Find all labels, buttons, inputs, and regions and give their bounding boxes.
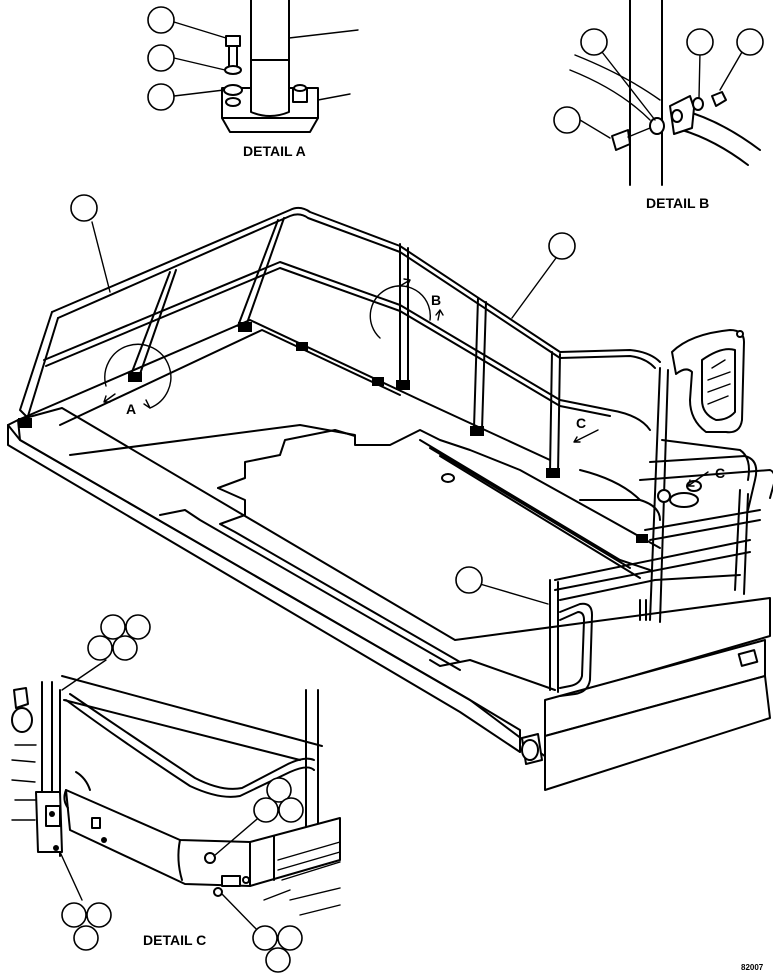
callout-balloon <box>147 83 175 111</box>
view-indicators <box>103 278 709 487</box>
detail-a-label: DETAIL A <box>243 143 306 159</box>
callout-balloon <box>580 28 608 56</box>
callout-balloon <box>553 106 581 134</box>
callout-balloon <box>147 6 175 34</box>
callout-cluster <box>61 902 112 951</box>
callout-balloon <box>70 194 98 222</box>
callout-balloon <box>147 44 175 72</box>
view-a-marker: A <box>126 401 136 417</box>
view-c-marker: C <box>576 415 586 431</box>
detail-b-drawing <box>553 0 764 186</box>
callout-balloon <box>736 28 764 56</box>
detail-c-drawing <box>0 614 341 974</box>
callout-balloon <box>686 28 714 56</box>
callout-balloon <box>548 232 576 260</box>
callout-cluster <box>253 777 304 823</box>
view-b-marker: B <box>431 292 441 308</box>
detail-c-label: DETAIL C <box>143 932 206 948</box>
detail-a-drawing <box>147 0 359 133</box>
view-c-marker-2: C <box>715 465 725 481</box>
callout-cluster <box>252 925 303 973</box>
figure-number: 82007 <box>741 963 764 972</box>
callout-balloon <box>455 566 483 594</box>
handrails <box>19 206 773 697</box>
main-callouts <box>70 194 576 605</box>
detail-b-label: DETAIL B <box>646 195 709 211</box>
callout-cluster <box>87 614 151 661</box>
